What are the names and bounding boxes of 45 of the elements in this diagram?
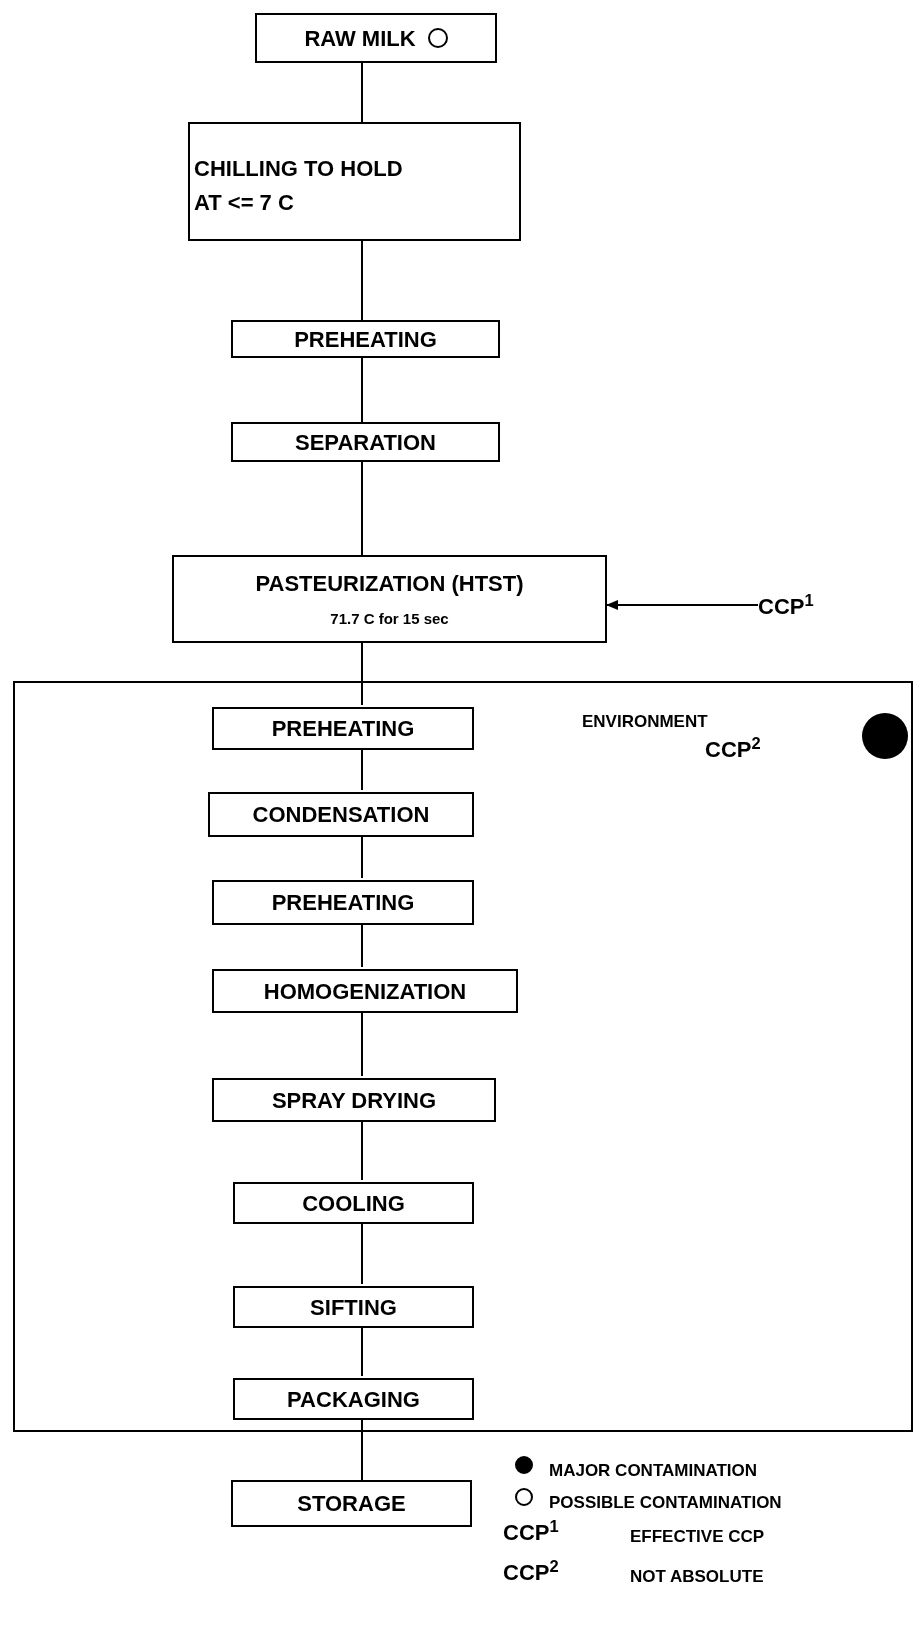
group-label: ENVIRONMENT [582, 712, 708, 731]
process-box [231, 320, 500, 358]
legend-label: MAJOR CONTAMINATION [549, 1460, 758, 1482]
step-label: PREHEATING [294, 325, 437, 354]
step-label: STORAGE [297, 1490, 406, 1518]
process-box [231, 1480, 472, 1527]
process-box [233, 1182, 474, 1224]
process-box [172, 555, 607, 643]
step-label: SEPARATION [295, 428, 436, 457]
step-label: PACKAGING [287, 1385, 420, 1414]
step-label: CHILLING TO HOLD AT <= 7 C [194, 155, 404, 217]
step-label: COOLING [302, 1189, 405, 1218]
legend-label: POSSIBLE CONTAMINATION [549, 1492, 782, 1514]
connector-line [361, 357, 363, 423]
process-box [212, 969, 518, 1013]
step-label: HOMOGENIZATION [263, 977, 467, 1006]
process-box [208, 792, 474, 837]
step-label: SIFTING [310, 1293, 397, 1322]
connector-line [361, 62, 363, 123]
process-box [233, 1378, 474, 1420]
key-description: EFFECTIVE CCP [630, 1527, 765, 1546]
step-label: RAW MILK [304, 24, 416, 53]
step-detail: 71.7 C for 15 sec [330, 609, 449, 630]
process-box [255, 13, 497, 63]
process-box [212, 1078, 496, 1122]
key-description: NOT ABSOLUTE [630, 1567, 764, 1586]
process-box [212, 880, 474, 925]
process-box [233, 1286, 474, 1328]
connector-line [606, 600, 759, 610]
ccp-key: CCP$^{2}$ [503, 1560, 559, 1585]
step-label: PREHEATING [271, 715, 415, 743]
process-box [188, 122, 521, 241]
connector-line [361, 240, 363, 321]
ccp-label: CCP$^{1}$ [758, 590, 814, 621]
group-frame [13, 681, 913, 1432]
connector-line [361, 461, 363, 556]
group-label: CCP$^{2}$ [705, 737, 761, 762]
step-label: SPRAY DRYING [271, 1086, 437, 1115]
step-label: CONDENSATION [252, 801, 430, 829]
process-box [212, 707, 474, 750]
ccp-key: CCP$^{1}$ [503, 1520, 559, 1545]
step-label: PREHEATING [271, 889, 415, 917]
process-box [231, 422, 500, 462]
connector-line [361, 642, 363, 706]
step-label: PASTEURIZATION (HTST) [255, 570, 524, 599]
